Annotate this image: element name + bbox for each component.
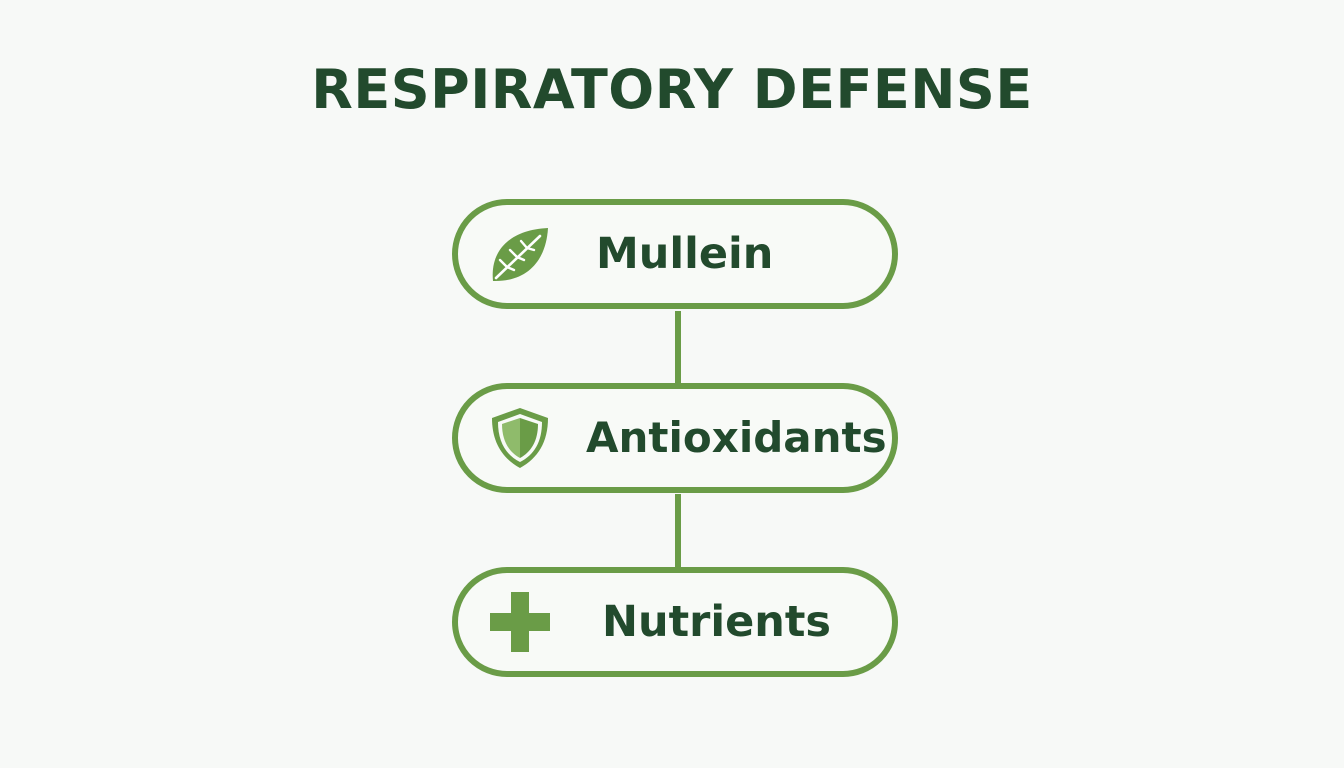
- node-antioxidants: Antioxidants: [452, 383, 898, 493]
- node-label: Nutrients: [602, 597, 832, 647]
- leaf-icon: [488, 222, 552, 286]
- plus-cross-icon: [488, 590, 552, 654]
- node-mullein: Mullein: [452, 199, 898, 309]
- node-label: Mullein: [596, 229, 774, 279]
- node-nutrients: Nutrients: [452, 567, 898, 677]
- diagram-title: RESPIRATORY DEFENSE: [311, 58, 1033, 121]
- node-label: Antioxidants: [586, 413, 887, 462]
- connector-line: [675, 311, 681, 385]
- shield-icon: [488, 406, 552, 470]
- connector-line: [675, 494, 681, 568]
